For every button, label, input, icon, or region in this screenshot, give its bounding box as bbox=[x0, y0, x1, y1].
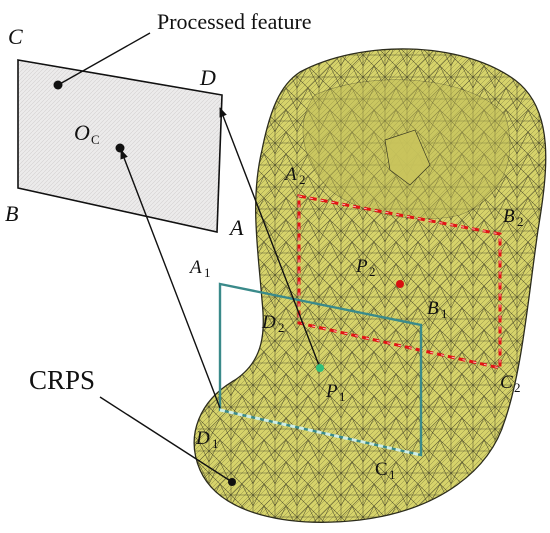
point-processed-feature bbox=[53, 80, 63, 90]
svg-text:C: C bbox=[375, 459, 388, 480]
point-p1 bbox=[316, 364, 324, 372]
red-dashed-region bbox=[297, 194, 502, 370]
projection-arrows bbox=[57, 32, 321, 483]
center-oc-label: O C bbox=[74, 120, 100, 147]
label-d2: D 2 bbox=[261, 312, 285, 335]
svg-text:D: D bbox=[261, 312, 276, 333]
svg-text:2: 2 bbox=[278, 320, 285, 335]
svg-text:B: B bbox=[503, 206, 515, 227]
leader-processed-feature bbox=[57, 32, 151, 86]
svg-text:2: 2 bbox=[517, 214, 524, 229]
label-c1: C 1 bbox=[375, 459, 396, 482]
label-p1: P 1 bbox=[325, 381, 346, 404]
svg-text:A: A bbox=[188, 257, 202, 278]
title-processed-feature: Processed feature bbox=[157, 9, 312, 34]
point-oc bbox=[115, 143, 125, 153]
crps-mesh bbox=[193, 48, 547, 523]
cyan-region bbox=[218, 282, 423, 457]
svg-text:B: B bbox=[427, 298, 439, 319]
svg-text:1: 1 bbox=[204, 265, 211, 280]
svg-text:C: C bbox=[500, 372, 513, 393]
label-p2: P 2 bbox=[355, 256, 376, 279]
label-c2: C 2 bbox=[500, 372, 521, 395]
svg-text:2: 2 bbox=[514, 380, 521, 395]
svg-text:A: A bbox=[283, 164, 297, 185]
corner-a-label: A bbox=[228, 215, 244, 240]
svg-text:1: 1 bbox=[212, 436, 219, 451]
label-a2: A 2 bbox=[283, 164, 306, 187]
svg-text:2: 2 bbox=[299, 172, 306, 187]
svg-text:1: 1 bbox=[441, 306, 448, 321]
point-crps bbox=[228, 478, 236, 486]
svg-text:2: 2 bbox=[369, 264, 376, 279]
svg-text:O: O bbox=[74, 120, 90, 145]
svg-text:C: C bbox=[91, 132, 100, 147]
arrow-d1-to-oc bbox=[120, 149, 221, 409]
feature-points bbox=[53, 80, 404, 486]
label-b1: B 1 bbox=[427, 298, 448, 321]
corner-d-label: D bbox=[199, 65, 216, 90]
svg-text:1: 1 bbox=[389, 467, 396, 482]
svg-text:P: P bbox=[355, 256, 368, 277]
svg-text:1: 1 bbox=[339, 389, 346, 404]
leader-crps bbox=[99, 396, 233, 483]
label-a1: A 1 bbox=[188, 257, 211, 280]
corner-b-label: B bbox=[5, 201, 18, 226]
label-d1: D 1 bbox=[195, 428, 219, 451]
svg-text:P: P bbox=[325, 381, 338, 402]
point-p2 bbox=[396, 280, 404, 288]
label-crps: CRPS bbox=[29, 365, 95, 395]
corner-c-label: C bbox=[8, 24, 23, 49]
arrow-p1-to-d bbox=[219, 107, 321, 369]
label-b2: B 2 bbox=[503, 206, 524, 229]
svg-text:D: D bbox=[195, 428, 210, 449]
